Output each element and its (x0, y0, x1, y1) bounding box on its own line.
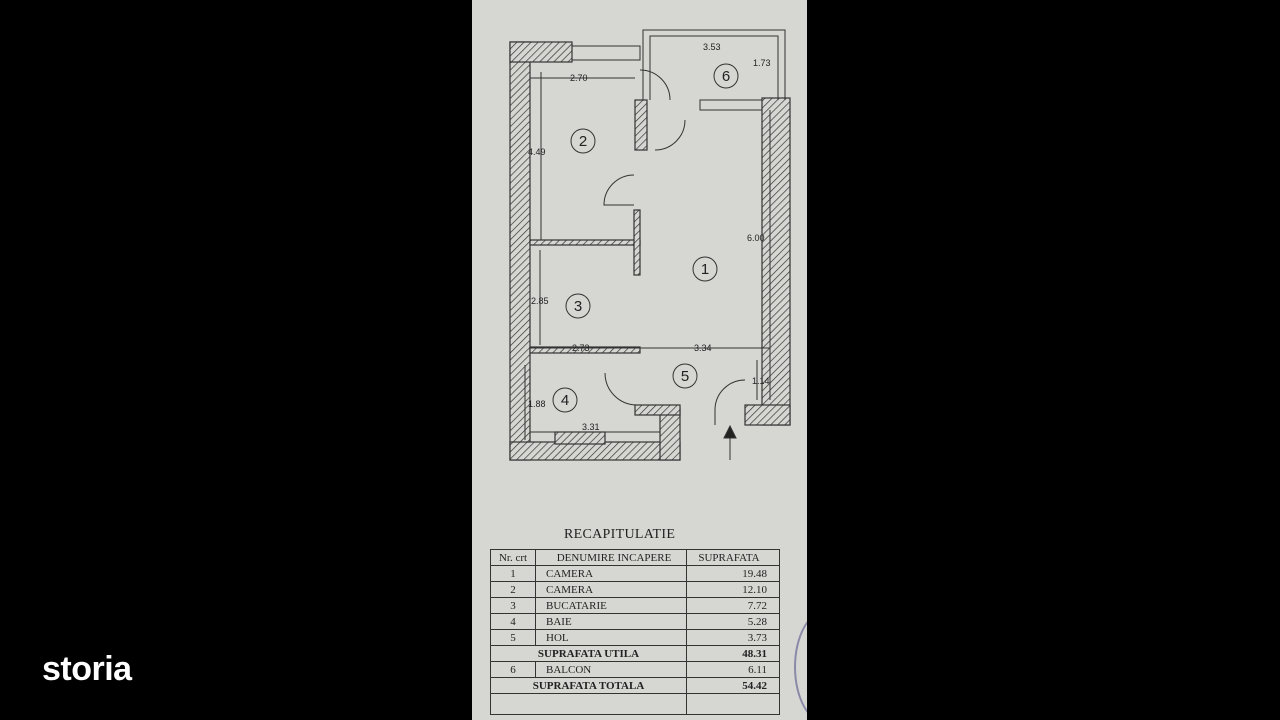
wall (634, 99, 648, 151)
wall (529, 239, 641, 246)
table-header-row: Nr. crt DENUMIRE INCAPERE SUPRAFATA (490, 549, 780, 566)
wall (509, 41, 573, 63)
wall (509, 41, 531, 461)
dim-label: 4.49 (528, 147, 546, 157)
recap-title: RECAPITULATIE (564, 527, 676, 542)
room-label-1: 1 (701, 261, 709, 278)
dim-label: 3.34 (694, 343, 712, 353)
dim-label: 2.73 (572, 343, 590, 353)
cell-label: SUPRAFATA TOTALA (490, 677, 687, 694)
dim-label: 6.00 (747, 233, 765, 243)
cell-area: 19.48 (686, 565, 780, 582)
wall (744, 404, 791, 426)
cell-nr: 5 (490, 629, 536, 646)
dim-label: 1.14 (752, 376, 770, 386)
wall (659, 407, 681, 461)
cell-name: BALCON (535, 661, 687, 678)
cell-name: HOL (535, 629, 687, 646)
wall (633, 209, 641, 276)
room-label-3: 3 (574, 298, 582, 315)
cell-area: 5.28 (686, 613, 780, 630)
wall (529, 346, 641, 354)
room-label-6: 6 (722, 68, 730, 85)
cell-area: 54.42 (686, 677, 780, 694)
wall (554, 431, 606, 445)
header-name: DENUMIRE INCAPERE (535, 549, 687, 566)
floor-plan: 6 2 1 3 5 4 3.53 1.73 2.70 4.49 6.00 2.8… (509, 29, 791, 461)
cell-name: CAMERA (535, 581, 687, 598)
cell-area: 3.73 (686, 629, 780, 646)
dim-label: 2.70 (570, 73, 588, 83)
cell-name: CAMERA (535, 565, 687, 582)
header-area: SUPRAFATA (686, 549, 780, 566)
room-label-5: 5 (681, 368, 689, 385)
dim-label: 1.73 (753, 58, 771, 68)
cell-name: BAIE (535, 613, 687, 630)
floor-plan-document: 6 2 1 3 5 4 3.53 1.73 2.70 4.49 6.00 2.8… (472, 0, 807, 720)
wall (634, 404, 681, 416)
wall (761, 97, 791, 426)
dim-label: 1.88 (528, 399, 546, 409)
room-label-2: 2 (579, 133, 587, 150)
cell-name: BUCATARIE (535, 597, 687, 614)
dim-label: 3.31 (582, 422, 600, 432)
wall (509, 441, 681, 461)
cell-nr: 6 (490, 661, 536, 678)
cell-label: SUPRAFATA UTILA (490, 645, 687, 662)
header-nr: Nr. crt (490, 549, 536, 566)
cell-nr: 2 (490, 581, 536, 598)
dim-label: 2.85 (531, 296, 549, 306)
cell-nr: 4 (490, 613, 536, 630)
cell-area: 12.10 (686, 581, 780, 598)
cell-nr: 3 (490, 597, 536, 614)
stamp (794, 610, 807, 720)
cell-area: 7.72 (686, 597, 780, 614)
cell-nr: 1 (490, 565, 536, 582)
storia-logo[interactable]: storia (42, 650, 132, 688)
table-row (490, 693, 780, 715)
room-label-4: 4 (561, 392, 569, 409)
cell-area: 6.11 (686, 661, 780, 678)
cell-area: 48.31 (686, 645, 780, 662)
dim-label: 3.53 (703, 42, 721, 52)
